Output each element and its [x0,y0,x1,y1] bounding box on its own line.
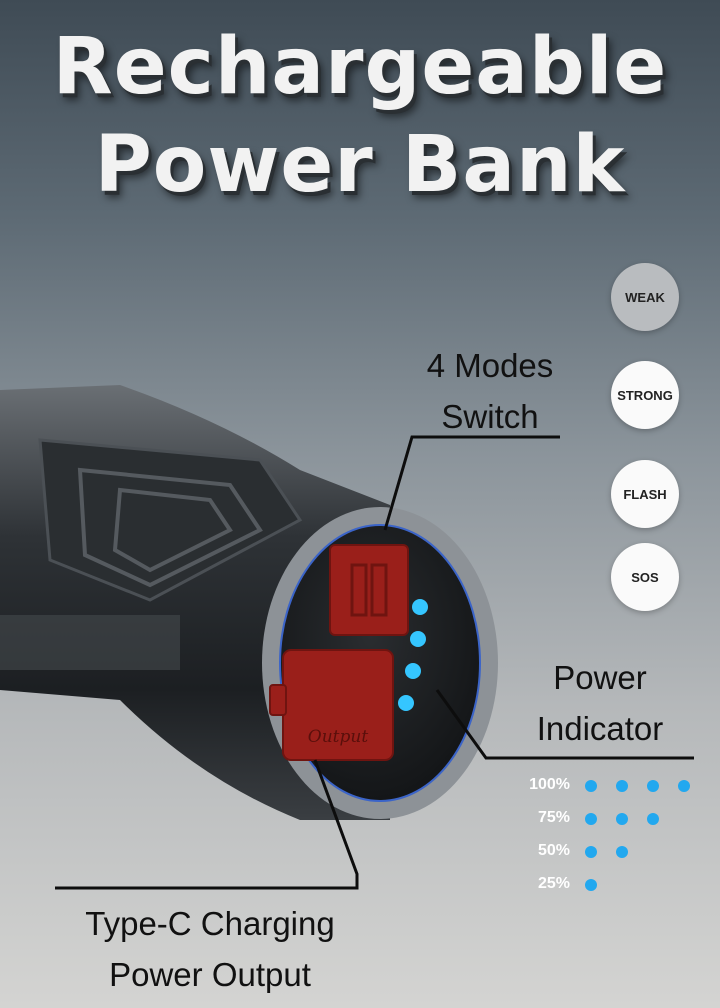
mode-weak-badge: WEAK [611,263,679,331]
power-level-dot [616,780,628,792]
level-label-75: 75% [537,809,570,826]
mode-sos-badge: SOS [611,543,679,611]
power-level-dot [647,780,659,792]
output-button-label: Output [308,727,369,747]
power-level-dot [616,846,628,858]
power-level-dot [585,780,597,792]
power-level-dot [647,813,659,825]
mode-flash-badge: FLASH [611,460,679,528]
charging-callout: Type-C Charging Power Output [30,898,390,1000]
mode-switch-button [329,544,409,636]
level-label-50: 50% [537,842,570,859]
power-level-dot [585,879,597,891]
title-line-1: Rechargeable [52,22,668,112]
output-button: Output [269,649,394,761]
power-level-dot [585,846,597,858]
charging-callout-line1: Type-C Charging [85,905,335,942]
power-level-dot [678,780,690,792]
switch-callout-line1: 4 Modes [426,347,554,384]
level-label-100: 100% [529,776,570,793]
indicator-leds [398,599,428,711]
switch-callout-line2: Switch [441,398,539,436]
power-level-dot [585,813,597,825]
mode-strong-badge: STRONG [611,361,679,429]
title-line-2: Power Bank [94,120,626,210]
level-label-25: 25% [537,875,570,892]
indicator-callout: Power Indicator [500,652,700,754]
switch-callout: 4 Modes Switch [390,340,590,442]
indicator-callout-line1: Power [553,659,647,696]
charging-callout-line2: Power Output [109,956,311,994]
callout-lines [55,435,694,890]
indicator-callout-line2: Indicator [536,710,664,748]
power-level-dot [616,813,628,825]
